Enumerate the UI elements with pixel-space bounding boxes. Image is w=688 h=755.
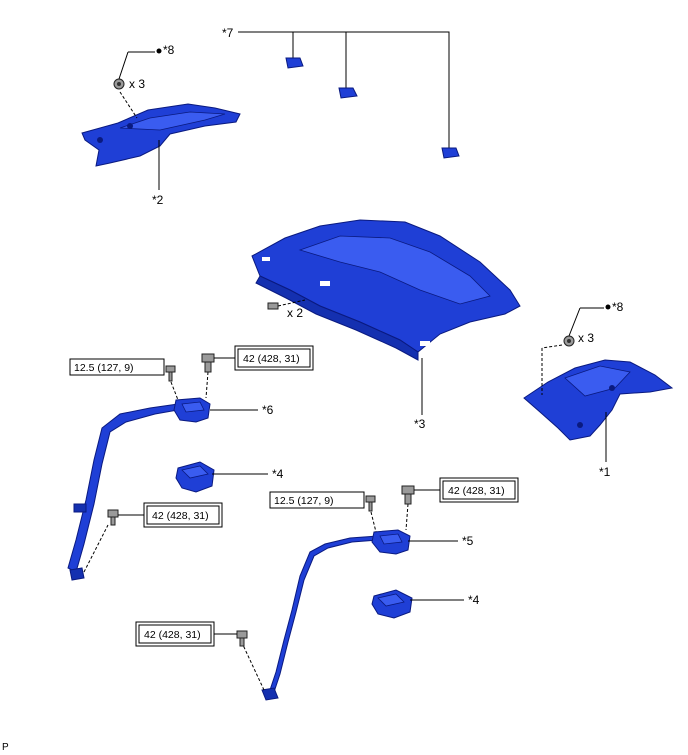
torque-box-right-big: 42 (428, 31) xyxy=(439,477,519,503)
callout-8-right: *8 xyxy=(612,300,624,314)
clip-left-leader xyxy=(118,51,129,80)
torque-box-left-anchor: 42 (428, 31) xyxy=(143,502,223,528)
right-retractor-cover xyxy=(371,589,413,619)
clip-dash-left xyxy=(119,91,138,119)
right-pillar-garnish xyxy=(523,359,674,441)
coat-hook-1 xyxy=(285,57,304,69)
callout-7: *7 xyxy=(222,26,234,40)
svg-text:42 (428, 31): 42 (428, 31) xyxy=(144,629,201,641)
svg-text:12.5 (127, 9): 12.5 (127, 9) xyxy=(274,495,334,507)
left-seat-belt-webbing xyxy=(67,403,179,573)
left-big-bolt-dash xyxy=(205,371,209,399)
torque-box-right-anchor: 42 (428, 31) xyxy=(135,621,215,647)
left-small-bolt-dash xyxy=(170,381,179,401)
right-small-bolt-dash xyxy=(370,511,377,533)
left-retractor-cover xyxy=(175,461,215,493)
clip-left xyxy=(113,78,125,90)
left-lower-anchor xyxy=(69,567,85,581)
callout-3: *3 xyxy=(414,417,426,431)
svg-text:12.5 (127, 9): 12.5 (127, 9) xyxy=(74,362,134,374)
right-seat-belt-webbing xyxy=(269,535,379,693)
callout-8-left: *8 xyxy=(163,43,175,57)
right-anchor-dash xyxy=(242,644,265,691)
callout-6: *6 xyxy=(262,403,274,417)
right-lower-anchor xyxy=(261,687,279,701)
torque-box-left-small: 12.5 (127, 9) xyxy=(69,358,165,376)
torque-box-left-big: 42 (428, 31) xyxy=(234,345,314,371)
left-retractor xyxy=(173,397,211,423)
coat-hook-2 xyxy=(338,87,358,99)
qty-clip-right: x 3 xyxy=(578,331,594,345)
marker-dot-right xyxy=(605,304,611,310)
qty-shelf-clip: x 2 xyxy=(287,306,303,320)
clip-right xyxy=(563,335,575,347)
svg-text:42 (428, 31): 42 (428, 31) xyxy=(448,485,505,497)
illustration-code: P xyxy=(2,742,9,753)
marker-dot-left xyxy=(156,48,162,54)
svg-text:42 (428, 31): 42 (428, 31) xyxy=(152,510,209,522)
right-small-bolt xyxy=(365,495,376,512)
left-anchor-bolt xyxy=(107,509,119,526)
callout-4-left: *4 xyxy=(272,467,284,481)
qty-clip-left: x 3 xyxy=(129,77,145,91)
clip-dash-right-1 xyxy=(541,344,563,349)
right-big-bolt xyxy=(401,485,415,505)
svg-text:42 (428, 31): 42 (428, 31) xyxy=(243,353,300,365)
clip-right-leader xyxy=(568,307,581,337)
callout-1: *1 xyxy=(599,465,611,479)
torque-box-right-small: 12.5 (127, 9) xyxy=(269,491,365,509)
right-big-bolt-dash xyxy=(405,503,409,531)
left-anchor-dash xyxy=(83,524,109,573)
left-pillar-garnish xyxy=(81,103,241,167)
left-small-bolt xyxy=(165,365,176,382)
shelf-clip xyxy=(267,302,279,310)
left-big-bolt xyxy=(201,353,215,373)
callout-5: *5 xyxy=(462,534,474,548)
hook-bracket-leaders xyxy=(238,31,450,148)
package-tray-trim xyxy=(251,219,521,361)
right-retractor xyxy=(371,529,411,555)
callout-2: *2 xyxy=(152,193,164,207)
coat-hook-3 xyxy=(441,147,460,159)
callout-4-right: *4 xyxy=(468,593,480,607)
right-anchor-bolt xyxy=(236,630,248,647)
